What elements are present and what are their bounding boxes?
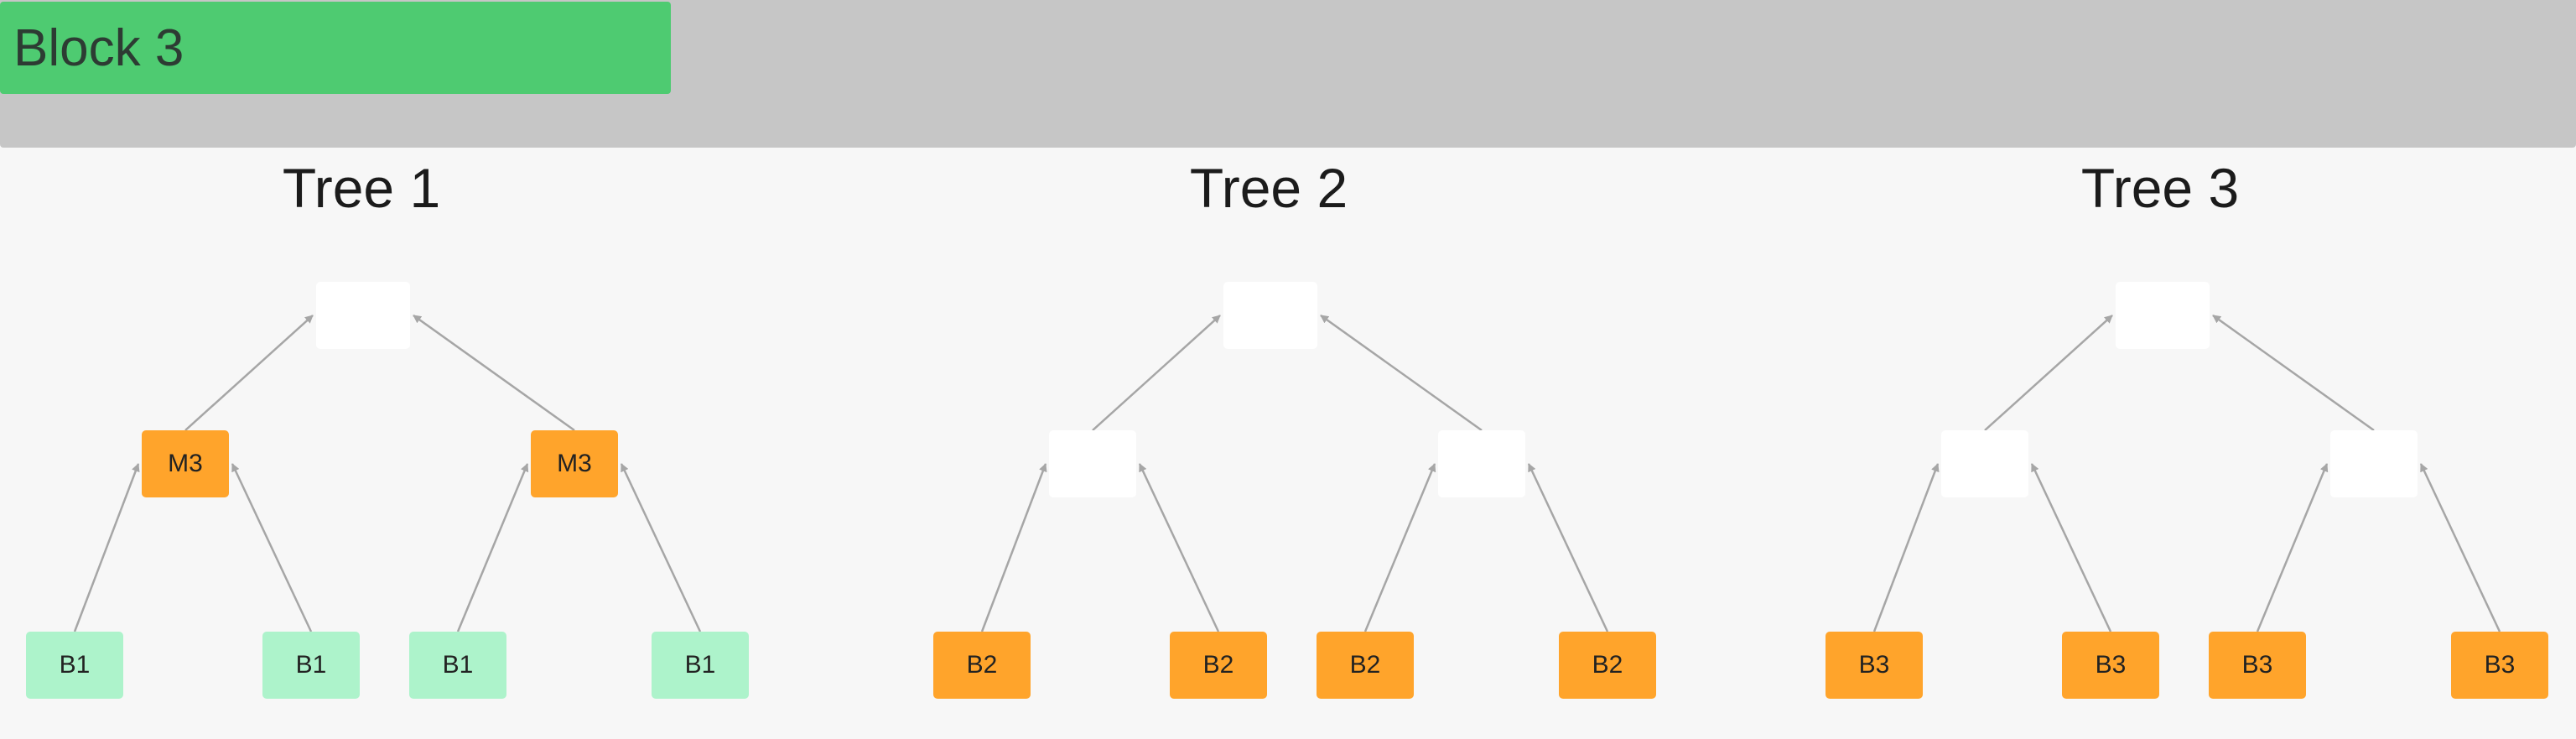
block-title: Block 3 [13,19,184,77]
edge-tree-1-leaf-2-to-tree-1-mid-node-1 [231,463,313,632]
tree-1-mid-node-2[interactable]: M3 [531,430,618,497]
tree-1-leaf-3[interactable]: B1 [409,632,506,699]
tree-1-title: Tree 1 [282,157,441,219]
edge-tree-2-mid-node-1-to-tree-2-root-node [1092,315,1221,431]
tree-3-mid-node-1[interactable] [1941,430,2028,497]
tree-2-title: Tree 2 [1189,157,1348,219]
tree-2-leaf-3[interactable]: B2 [1317,632,1414,699]
edge-tree-2-leaf-2-to-tree-2-mid-node-1 [1138,463,1220,632]
edge-tree-1-leaf-1-to-tree-1-mid-node-1 [73,463,140,632]
tree-2-leaf-2[interactable]: B2 [1170,632,1267,699]
tree-2-mid-node-2[interactable] [1438,430,1525,497]
tree-3-leaf-1[interactable]: B3 [1826,632,1923,699]
edge-tree-1-mid-node-2-to-tree-1-root-node [413,314,575,432]
edge-tree-1-leaf-3-to-tree-1-mid-node-2 [456,463,529,632]
tree-3-leaf-3[interactable]: B3 [2209,632,2306,699]
edge-tree-3-mid-node-1-to-tree-3-root-node [1984,315,2113,431]
edge-tree-3-leaf-3-to-tree-3-mid-node-2 [2256,463,2329,632]
tree-3-title: Tree 3 [2080,157,2240,219]
tree-1-leaf-4[interactable]: B1 [652,632,749,699]
tree-1-leaf-1[interactable]: B1 [26,632,123,699]
tree-1-mid-node-1[interactable]: M3 [142,430,229,497]
tree-2-leaf-1[interactable]: B2 [933,632,1031,699]
tree-2-mid-node-1[interactable] [1049,430,1136,497]
edge-tree-1-leaf-4-to-tree-1-mid-node-2 [620,463,702,632]
edge-tree-3-leaf-2-to-tree-3-mid-node-1 [2030,463,2112,632]
edge-tree-3-leaf-4-to-tree-3-mid-node-2 [2419,463,2501,632]
edge-tree-2-mid-node-2-to-tree-2-root-node [1320,314,1483,432]
tree-1-root-node[interactable] [316,282,410,349]
block-tab[interactable]: Block 3 [0,2,671,94]
tree-3-mid-node-2[interactable] [2330,430,2418,497]
tree-2-leaf-4[interactable]: B2 [1559,632,1656,699]
tree-1-leaf-2[interactable]: B1 [262,632,360,699]
edge-tree-2-leaf-1-to-tree-2-mid-node-1 [980,463,1047,632]
block-header-bar: Block 3 [0,0,2576,148]
tree-3-leaf-4[interactable]: B3 [2451,632,2548,699]
tree-2-root-node[interactable] [1223,282,1317,349]
edge-tree-3-leaf-1-to-tree-3-mid-node-1 [1872,463,1940,632]
edge-tree-2-leaf-4-to-tree-2-mid-node-2 [1527,463,1609,632]
edge-tree-2-leaf-3-to-tree-2-mid-node-2 [1363,463,1436,632]
tree-3-leaf-2[interactable]: B3 [2062,632,2159,699]
tree-3-root-node[interactable] [2116,282,2210,349]
edge-tree-1-mid-node-1-to-tree-1-root-node [184,315,314,431]
edge-tree-3-mid-node-2-to-tree-3-root-node [2212,314,2375,432]
